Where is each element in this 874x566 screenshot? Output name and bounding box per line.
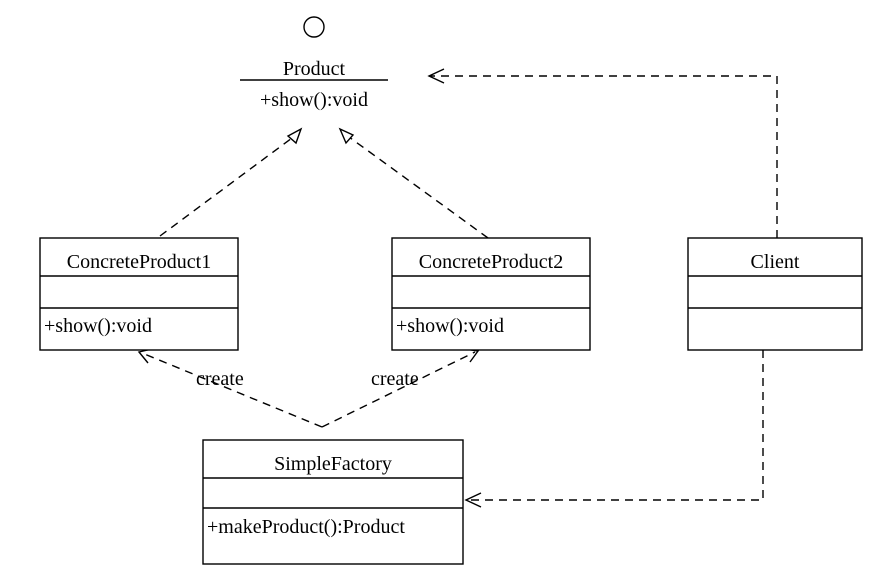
hollow-triangle-arrowhead-icon: [338, 127, 355, 145]
class-client: Client: [687, 237, 863, 351]
class-method: +show():void: [44, 315, 152, 337]
dependency-line: [430, 75, 778, 238]
realization-concrete2-to-product: [338, 127, 489, 239]
class-name: ConcreteProduct2: [419, 251, 563, 273]
create-line: [321, 351, 476, 428]
product-interface: Product +show():void: [240, 16, 388, 111]
open-arrowhead-icon: [464, 492, 482, 508]
class-method: +show():void: [396, 315, 504, 337]
create-factory-to-concrete1: create: [137, 348, 323, 428]
class-box: [202, 439, 464, 565]
dependency-client-to-product: [427, 68, 778, 238]
class-concrete-product-1: ConcreteProduct1 +show():void: [39, 237, 239, 351]
create-label-right: create: [371, 368, 419, 390]
class-simple-factory: SimpleFactory +makeProduct():Product: [202, 439, 464, 565]
class-box: [39, 237, 239, 351]
class-name: SimpleFactory: [274, 453, 392, 475]
class-concrete-product-2: ConcreteProduct2 +show():void: [391, 237, 591, 351]
class-name: ConcreteProduct1: [67, 251, 211, 273]
open-arrowhead-icon: [427, 68, 445, 84]
class-name: Client: [751, 251, 800, 273]
product-interface-method: +show():void: [260, 89, 368, 111]
realization-concrete1-to-product: [159, 127, 303, 237]
interface-circle-icon: [303, 16, 325, 38]
realization-line: [159, 137, 293, 237]
class-box: [391, 237, 591, 351]
dependency-line: [467, 350, 764, 501]
class-box: [687, 237, 863, 351]
realization-line: [348, 136, 489, 239]
hollow-triangle-arrowhead-icon: [286, 127, 303, 145]
dependency-client-to-factory: [464, 350, 764, 508]
create-line: [141, 352, 323, 428]
product-interface-name: Product: [283, 58, 346, 80]
create-factory-to-concrete2: create: [321, 348, 480, 428]
class-method: +makeProduct():Product: [207, 516, 405, 538]
create-label-left: create: [196, 368, 244, 390]
